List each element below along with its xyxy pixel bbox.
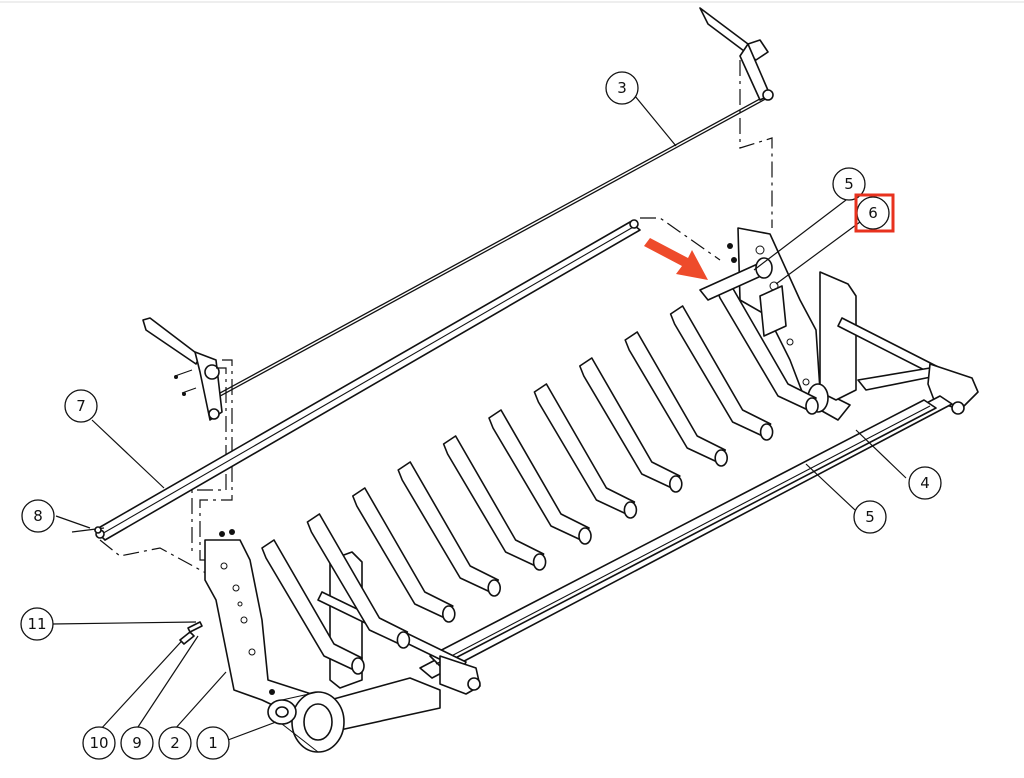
slat-roller (532, 553, 547, 571)
callout-11[interactable]: 11 (20, 607, 54, 641)
callout-2-label: 2 (170, 734, 180, 752)
callout-5-bottom-label: 5 (865, 508, 875, 526)
callout-6-highlight-box (854, 193, 895, 233)
drive-pulley-part-1 (267, 689, 345, 753)
slat-roller (441, 605, 456, 623)
slat-roller (351, 657, 365, 675)
callout-4-label: 4 (920, 474, 930, 492)
slat-roller (668, 475, 683, 493)
left-end-plate-part-2 (204, 529, 441, 731)
callout-7-label: 7 (76, 397, 86, 415)
callout-7[interactable]: 7 (64, 389, 98, 423)
slat-roller (396, 631, 411, 649)
upper-roller-part-5 (699, 257, 787, 337)
right-upright-post (807, 271, 857, 413)
slat-roller (759, 423, 774, 441)
callout-5-top[interactable]: 5 (832, 167, 866, 201)
callout-5-top-label: 5 (844, 175, 854, 193)
callout-3-label: 3 (617, 79, 627, 97)
callout-4[interactable]: 4 (908, 466, 942, 500)
callout-1-label: 1 (208, 734, 218, 752)
attention-arrow (644, 238, 708, 280)
callout-8-label: 8 (33, 507, 43, 525)
callout-9[interactable]: 9 (120, 726, 154, 760)
slat-roller (578, 527, 592, 545)
slat-roller (623, 501, 638, 519)
callout-6[interactable]: 6 (854, 193, 895, 233)
left-crank-handle (142, 317, 233, 561)
slat-roller (714, 449, 729, 467)
slat-roller (805, 397, 819, 415)
callout-10[interactable]: 10 (82, 726, 116, 760)
bolt-part-8 (71, 526, 105, 534)
callout-6-label: 6 (868, 204, 878, 222)
callout-8[interactable]: 8 (21, 499, 55, 533)
callout-5-bottom[interactable]: 5 (853, 500, 887, 534)
leader-lines (51, 95, 907, 741)
right-cross-rod (837, 317, 979, 415)
rod-assembly-part-3 (209, 7, 774, 402)
callout-3[interactable]: 3 (605, 71, 639, 105)
callout-9-label: 9 (132, 734, 142, 752)
tie-bar-part-7 (94, 217, 721, 579)
slat-roller (487, 579, 502, 597)
callout-2[interactable]: 2 (158, 726, 192, 760)
callout-1[interactable]: 1 (196, 726, 230, 760)
callout-10-label: 10 (89, 734, 108, 752)
conveyor-belt-slats (261, 279, 819, 675)
callout-11-label: 11 (27, 615, 46, 633)
